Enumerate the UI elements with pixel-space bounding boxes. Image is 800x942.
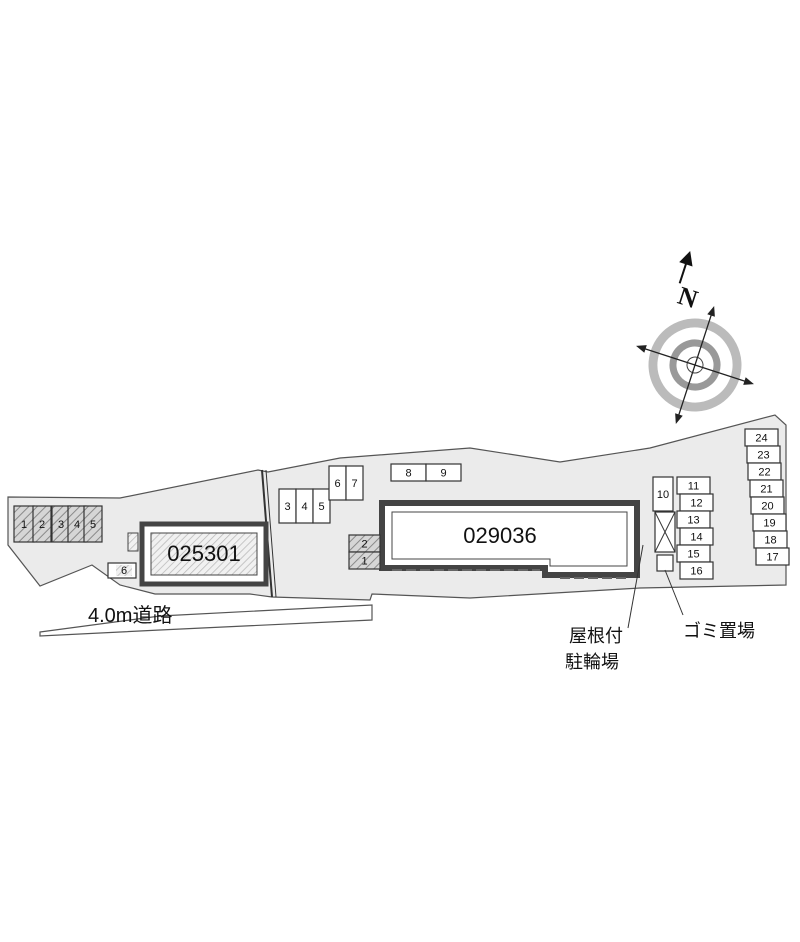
parking-slot-number: 18 (764, 534, 776, 546)
parking-slot-number: 8 (405, 467, 411, 479)
parking-slot: 14 (679, 527, 714, 546)
compass (636, 306, 754, 424)
parking-slot: 23 (746, 445, 781, 464)
parking-slot: 16 (679, 561, 714, 580)
parking-slot-number: 14 (690, 531, 702, 543)
parking-slot: 4 (295, 488, 314, 524)
parking-slot-number: 3 (284, 501, 290, 513)
parking-slot-number: 3 (58, 519, 64, 531)
svg-text:6: 6 (121, 565, 127, 577)
trash-leader-line (664, 569, 684, 616)
parking-slot-number: 1 (361, 555, 367, 567)
parking-slot: 4 (67, 505, 87, 543)
right-parking-column: 24 23 22 21 20 19 18 17 (744, 428, 790, 566)
parking-slot: 22 (747, 462, 782, 481)
parking-slot: 8 (390, 463, 427, 482)
bike-label-line2: 駐輪場 (565, 652, 619, 672)
parking-slot-number: 5 (90, 519, 96, 531)
building-east: 029036 (379, 500, 640, 579)
divider-line-2 (265, 469, 277, 598)
north-arrow-icon (679, 250, 693, 267)
parking-slot: 5 (312, 488, 331, 524)
building-west: 025301 (127, 521, 269, 587)
parking-slot-number: 4 (74, 519, 80, 531)
parking-slot: 24 (744, 428, 779, 447)
compass-north-arrow-icon (707, 306, 715, 317)
parking-slot: 5 (83, 505, 103, 543)
parking-slot-number: 21 (760, 483, 772, 495)
parking-slot: 21 (749, 479, 784, 498)
bike-leader-line (627, 544, 644, 629)
parking-slot: 9 (425, 463, 462, 482)
parking-slot-number: 20 (761, 500, 773, 512)
parking-slot: 2 (32, 505, 52, 543)
parking-slot: 3 (278, 488, 297, 524)
parking-slot-number: 6 (334, 478, 340, 490)
parking-slot-number: 24 (755, 432, 767, 444)
trash-area (656, 554, 674, 572)
parking-slot-number: 16 (690, 565, 702, 577)
parking-slot-number: 7 (351, 478, 357, 490)
parking-slot: 7 (345, 465, 364, 501)
center-parking-column: 10 11 12 13 14 15 16 (652, 476, 714, 580)
parking-slot-number: 15 (687, 548, 699, 560)
parking-slot: 11 (676, 476, 711, 495)
parking-slot-number: 1 (21, 519, 27, 531)
trash-label: ゴミ置場 (683, 621, 755, 641)
parking-slot: 10 (652, 476, 674, 512)
parking-slot-west-6: 6 (107, 562, 137, 579)
parking-slot: 12 (679, 493, 714, 512)
building-west-label: 025301 (167, 541, 240, 566)
parking-slot: 1 (13, 505, 35, 543)
parking-slot: 2 (348, 534, 381, 553)
parking-slot: 13 (676, 510, 711, 529)
road-label: 4.0m道路 (88, 604, 172, 627)
parking-slot-number: 2 (39, 519, 45, 531)
parking-slot-number: 10 (657, 489, 669, 501)
parking-slot: 17 (755, 547, 790, 566)
parking-slot-number: 2 (361, 538, 367, 550)
parking-slot: 20 (750, 496, 785, 515)
north-arrow (678, 250, 693, 284)
parking-slot-number: 19 (763, 517, 775, 529)
parking-slot-number: 12 (690, 497, 702, 509)
parking-slot-number: 5 (318, 501, 324, 513)
parking-slot: 3 (51, 505, 71, 543)
parking-slot-number: 9 (440, 467, 446, 479)
parking-slot: 15 (676, 544, 711, 563)
parking-slot: 6 (328, 465, 347, 501)
building-east-label: 029036 (463, 523, 536, 548)
covered-bike-parking (654, 511, 676, 553)
parking-slot-number: 4 (301, 501, 307, 513)
parking-slot-number: 11 (688, 480, 699, 492)
bike-label-line1: 屋根付 (569, 626, 623, 646)
east-building-slots: 21 (348, 534, 381, 570)
parking-slot-number: 22 (758, 466, 770, 478)
north-letter: N (674, 281, 701, 314)
road (39, 604, 373, 637)
parking-slot-number: 23 (757, 449, 769, 461)
parking-slot: 19 (752, 513, 787, 532)
parking-slot: 18 (753, 530, 788, 549)
parking-slot-number: 17 (766, 551, 778, 563)
parking-slot-number: 13 (687, 514, 699, 526)
parking-slot: 1 (348, 551, 381, 570)
